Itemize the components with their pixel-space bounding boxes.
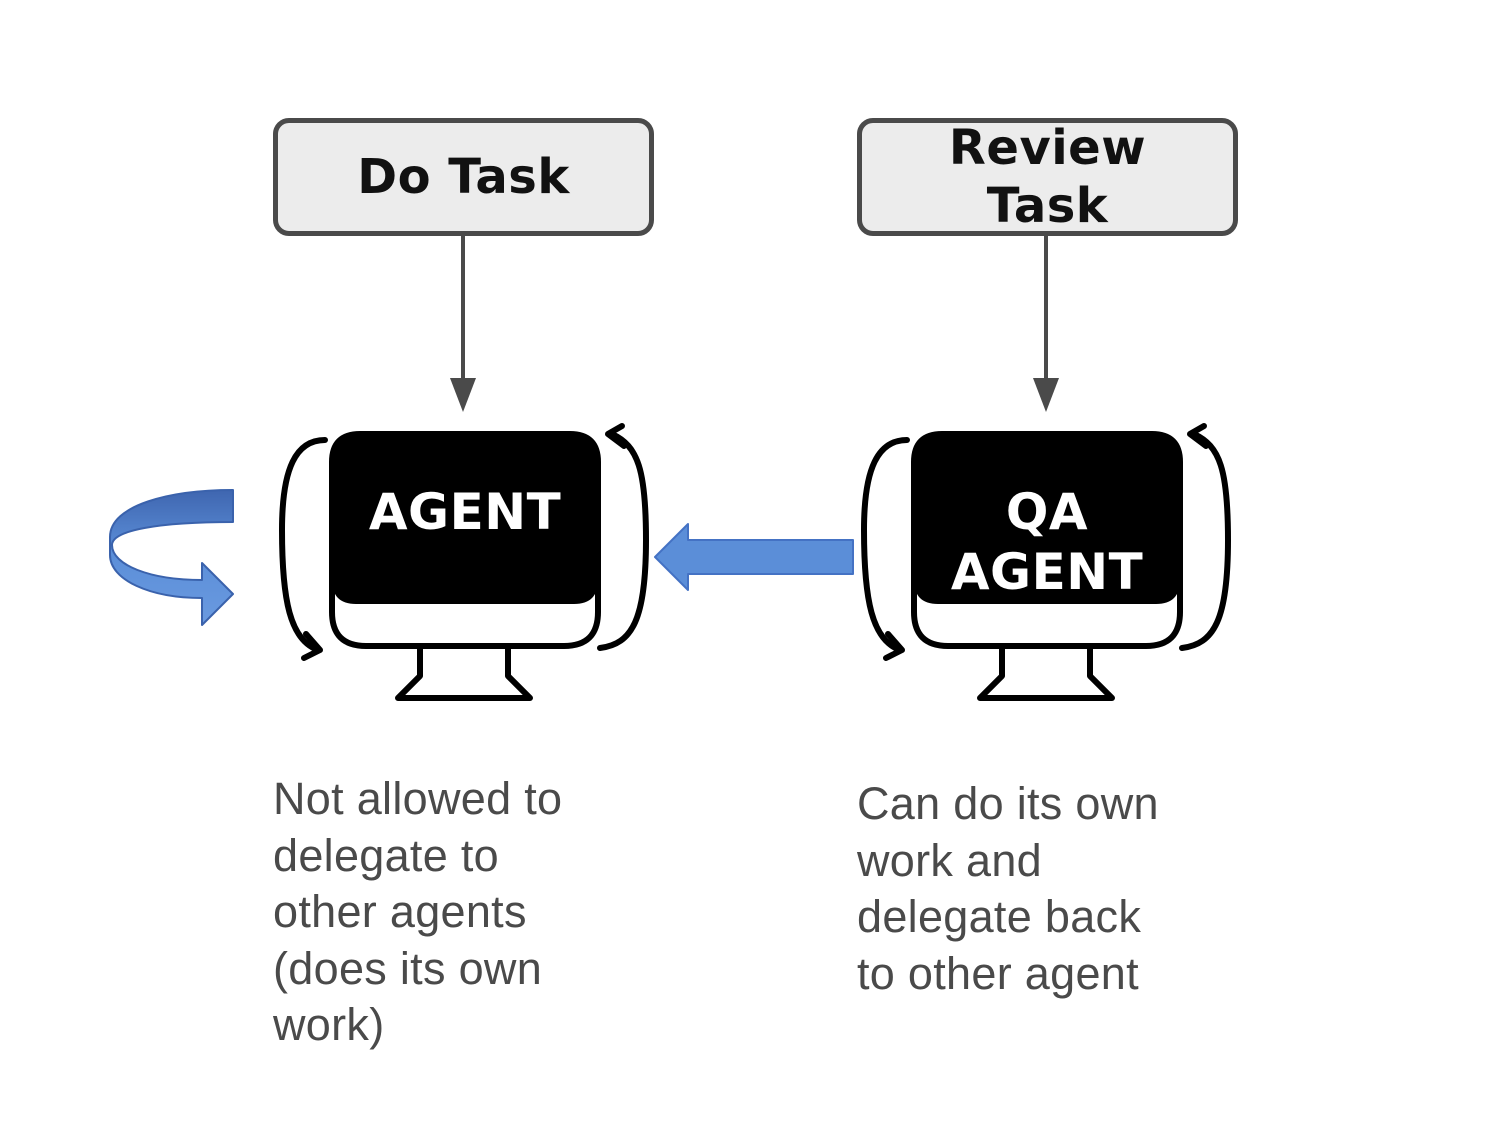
agent-label: AGENT <box>368 483 562 541</box>
agent-description: Not allowed to delegate to other agents … <box>273 771 653 1054</box>
qa-agent-description-line: delegate back <box>857 891 1142 942</box>
qa-agent-monitor-icon <box>911 431 1183 701</box>
qa-agent-description-line: to other agent <box>857 947 1139 999</box>
qa-agent-label: QA AGENT <box>950 483 1144 601</box>
do-task-connector-arrow <box>450 236 476 412</box>
do-task-box: Do Task <box>273 118 654 236</box>
agent-refresh-arrows-icon <box>279 423 649 661</box>
do-task-label: Do Task <box>357 149 570 205</box>
qa-agent-refresh-arrows-icon <box>861 423 1231 661</box>
qa-agent-description-line: Can do its own <box>857 778 1159 829</box>
agent-description-line: other agents <box>273 886 527 937</box>
agent-description-line: work) <box>273 999 385 1050</box>
review-task-box: Review Task <box>857 118 1238 236</box>
agent-description-line: Not allowed to <box>273 773 563 824</box>
qa-agent-description-line: work and <box>857 834 1042 886</box>
qa-agent-description: Can do its own work and delegate back to… <box>857 776 1257 1002</box>
review-task-connector-arrow <box>1033 236 1059 412</box>
review-task-label: Review Task <box>948 120 1147 234</box>
self-loop-arrow <box>109 489 234 626</box>
agent-monitor-icon <box>329 431 601 701</box>
delegate-back-arrow <box>654 523 854 591</box>
agent-description-line: delegate to <box>273 829 499 881</box>
agent-description-line: (does its own <box>273 942 543 994</box>
